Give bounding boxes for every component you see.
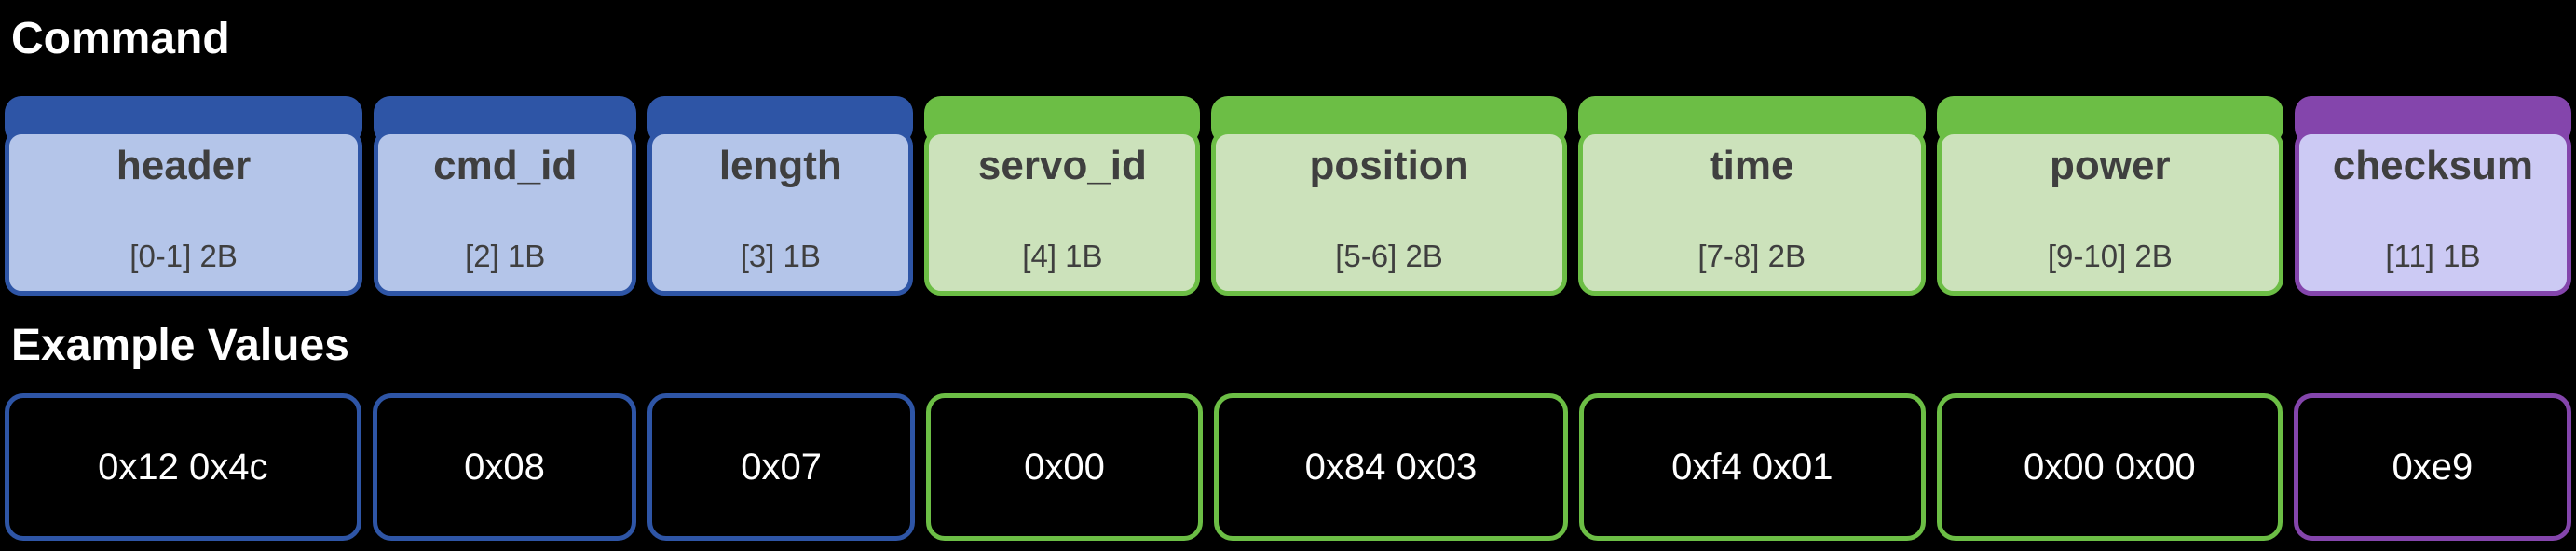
value-text: 0x00 bbox=[1024, 447, 1105, 489]
field-box-position: position [5-6] 2B bbox=[1211, 96, 1567, 296]
field-box-cmd-id: cmd_id [2] 1B bbox=[374, 96, 637, 296]
value-text: 0x07 bbox=[741, 447, 822, 489]
field-byte-range: [7-8] 2B bbox=[1697, 238, 1806, 273]
example-values-row: 0x12 0x4c 0x08 0x07 0x00 0x84 0x03 0xf4 … bbox=[0, 393, 2576, 542]
field-box-servo-id: servo_id [4] 1B bbox=[924, 96, 1201, 296]
field-name: checksum bbox=[2332, 143, 2534, 189]
field-byte-range: [5-6] 2B bbox=[1335, 238, 1443, 273]
field-body: power [9-10] 2B bbox=[1936, 130, 2283, 296]
field-box-checksum: checksum [11] 1B bbox=[2294, 96, 2571, 296]
field-name: cmd_id bbox=[433, 143, 578, 189]
example-values-section-title: Example Values bbox=[11, 321, 349, 371]
value-text: 0xf4 0x01 bbox=[1671, 447, 1833, 489]
value-box-length: 0x07 bbox=[647, 393, 915, 542]
field-box-power: power [9-10] 2B bbox=[1936, 96, 2283, 296]
field-box-header: header [0-1] 2B bbox=[5, 96, 363, 296]
value-text: 0x00 0x00 bbox=[2024, 447, 2196, 489]
field-name: power bbox=[2050, 143, 2171, 189]
value-text: 0x08 bbox=[464, 447, 545, 489]
field-box-length: length [3] 1B bbox=[647, 96, 914, 296]
value-box-position: 0x84 0x03 bbox=[1214, 393, 1568, 542]
field-box-time: time [7-8] 2B bbox=[1577, 96, 1926, 296]
value-box-checksum: 0xe9 bbox=[2293, 393, 2572, 542]
field-byte-range: [2] 1B bbox=[465, 238, 546, 273]
field-byte-range: [9-10] 2B bbox=[2047, 238, 2173, 273]
field-name: servo_id bbox=[977, 143, 1147, 189]
field-name: time bbox=[1709, 143, 1794, 189]
field-body: length [3] 1B bbox=[647, 130, 914, 296]
field-name: header bbox=[116, 143, 252, 189]
field-body: time [7-8] 2B bbox=[1577, 130, 1926, 296]
field-byte-range: [4] 1B bbox=[1022, 238, 1103, 273]
field-name: position bbox=[1309, 143, 1469, 189]
value-text: 0xe9 bbox=[2392, 447, 2474, 489]
command-section-title: Command bbox=[11, 14, 230, 63]
field-body: position [5-6] 2B bbox=[1211, 130, 1567, 296]
field-body: cmd_id [2] 1B bbox=[374, 130, 637, 296]
value-box-time: 0xf4 0x01 bbox=[1578, 393, 1926, 542]
value-box-header: 0x12 0x4c bbox=[5, 393, 361, 542]
field-byte-range: [3] 1B bbox=[740, 238, 821, 273]
packet-fields-row: header [0-1] 2B cmd_id [2] 1B length [3]… bbox=[0, 96, 2576, 296]
value-text: 0x84 0x03 bbox=[1304, 447, 1478, 489]
value-box-servo-id: 0x00 bbox=[925, 393, 1204, 542]
value-text: 0x12 0x4c bbox=[98, 447, 268, 489]
field-body: checksum [11] 1B bbox=[2294, 130, 2571, 296]
field-body: servo_id [4] 1B bbox=[924, 130, 1201, 296]
field-name: length bbox=[718, 143, 842, 189]
field-byte-range: [11] 1B bbox=[2385, 238, 2481, 273]
field-body: header [0-1] 2B bbox=[5, 130, 363, 296]
value-box-power: 0x00 0x00 bbox=[1936, 393, 2283, 542]
value-box-cmd-id: 0x08 bbox=[372, 393, 637, 542]
field-byte-range: [0-1] 2B bbox=[129, 238, 238, 273]
